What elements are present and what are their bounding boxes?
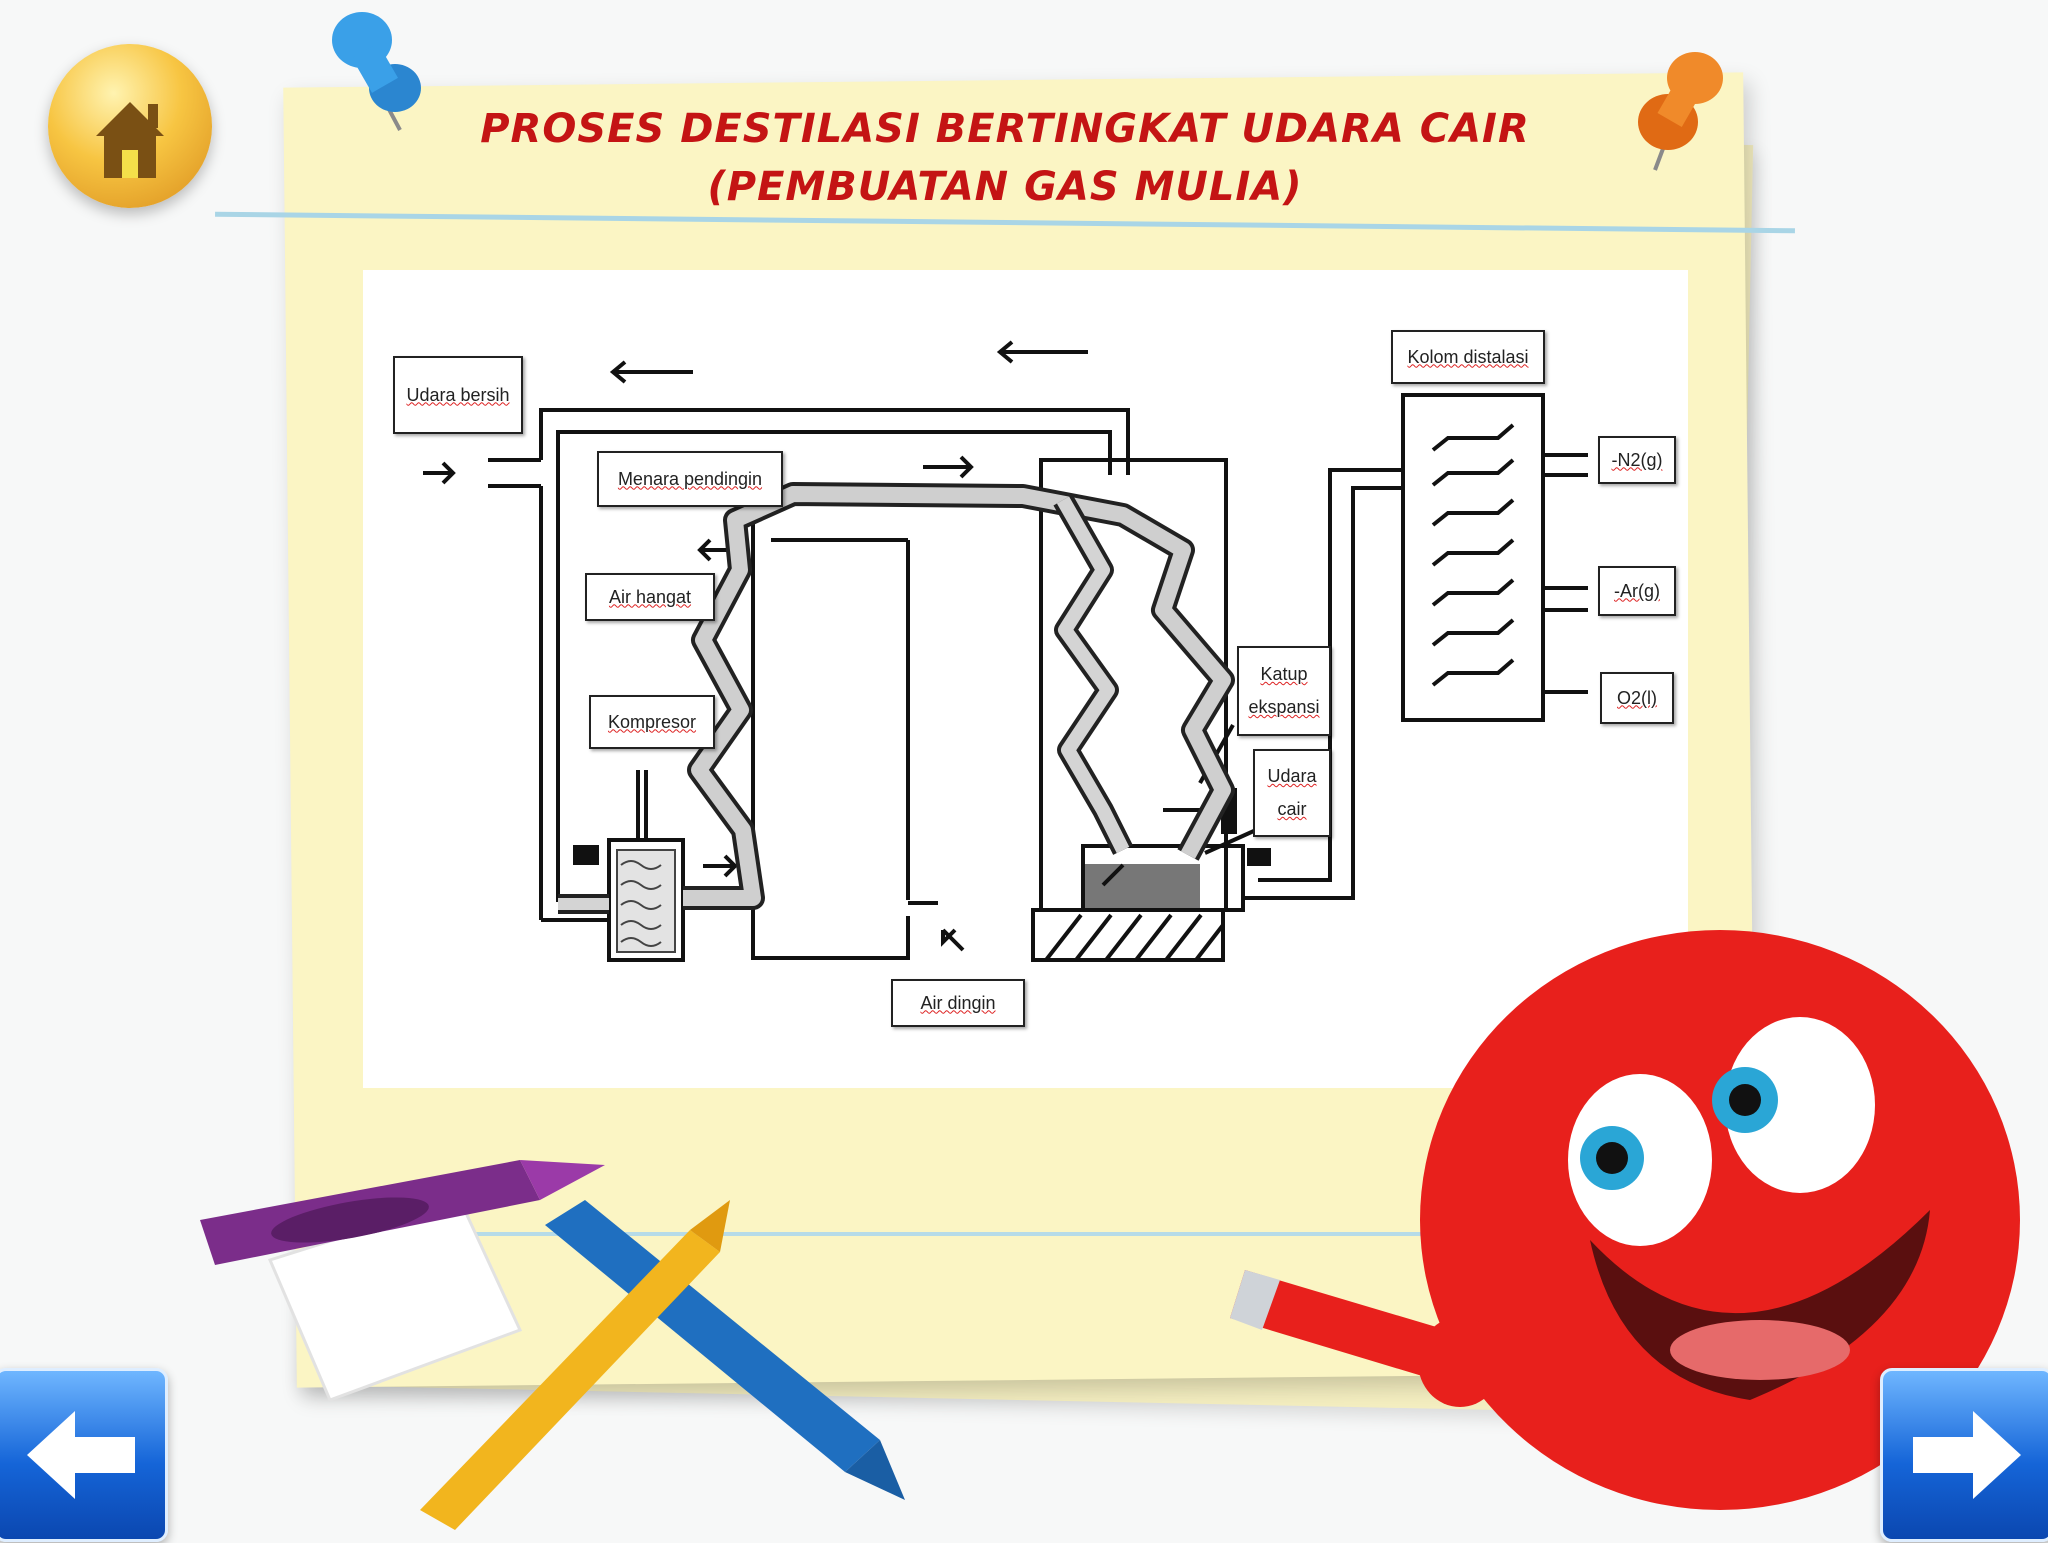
page-title: PROSES DESTILASI BERTINGKAT UDARA CAIR (… [380, 100, 1630, 216]
blue-pushpin-icon [332, 12, 421, 131]
distillation-diagram: Udara bersih Menara pendingin Air hangat… [363, 270, 1688, 1088]
label-air-dingin: Air dingin [891, 979, 1025, 1027]
label-kolom-distalasi: Kolom distalasi [1391, 330, 1545, 384]
red-marker-icon [1230, 1270, 1480, 1388]
blue-crayon-icon [545, 1200, 880, 1472]
paper-bottom-rule [330, 1232, 1510, 1236]
home-button[interactable] [48, 44, 212, 208]
label-air-hangat: Air hangat [585, 573, 715, 621]
label-udara-bersih: Udara bersih [393, 356, 523, 434]
label-n2: -N2(g) [1598, 436, 1676, 484]
label-katup-ekspansi: Katup ekspansi [1237, 646, 1331, 736]
orange-pushpin-icon [1638, 52, 1723, 171]
label-kompresor: Kompresor [589, 695, 715, 749]
home-icon [96, 102, 164, 178]
distillation-schematic [423, 340, 1588, 962]
title-line-2: (PEMBUATAN GAS MULIA) [707, 164, 1303, 210]
label-ar: -Ar(g) [1598, 566, 1676, 616]
label-menara-pendingin: Menara pendingin [597, 451, 783, 507]
title-line-1: PROSES DESTILASI BERTINGKAT UDARA CAIR [480, 106, 1530, 152]
yellow-crayon-icon [420, 1230, 720, 1530]
label-o2: O2(l) [1600, 672, 1674, 724]
arrow-left-icon [27, 1411, 135, 1499]
previous-button[interactable] [0, 1368, 168, 1542]
next-button[interactable] [1880, 1368, 2048, 1542]
label-udara-cair: Udara cair [1253, 749, 1331, 837]
arrow-right-icon [1913, 1411, 2021, 1499]
